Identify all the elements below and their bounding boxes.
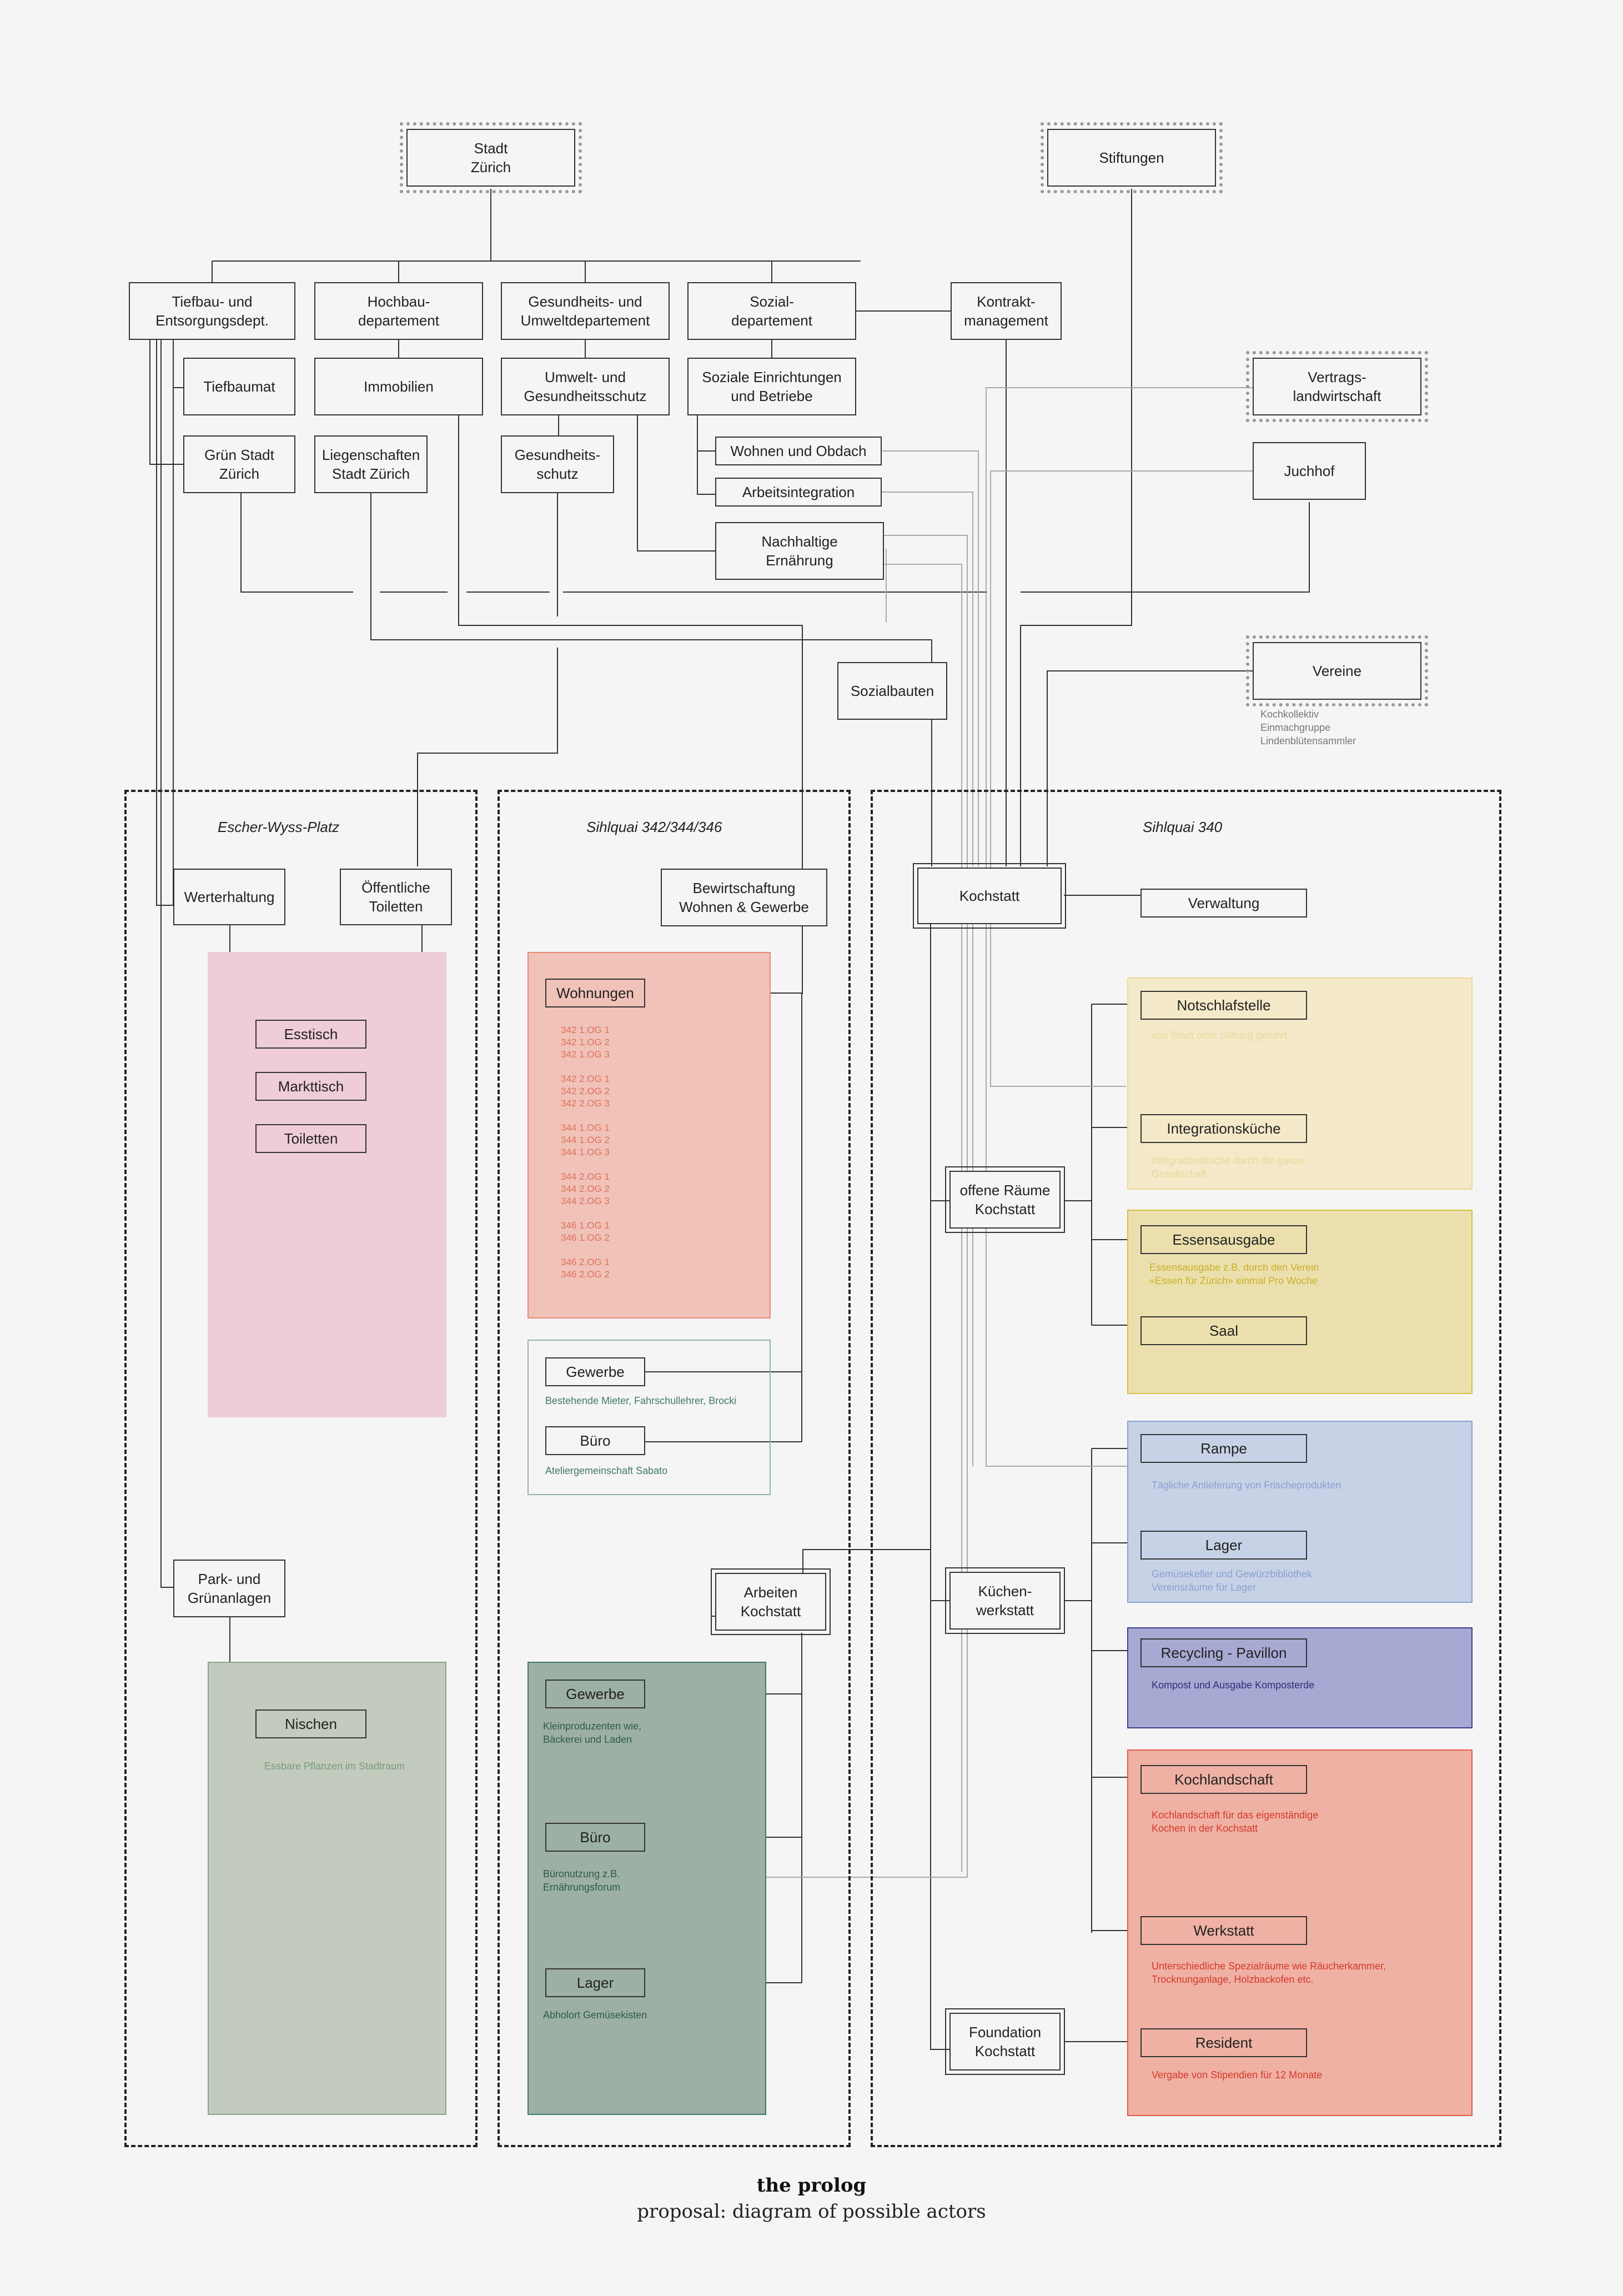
- saal-node: Saal: [1140, 1316, 1307, 1345]
- zone-sihlquai-340-title: Sihlquai 340: [1143, 819, 1223, 835]
- gewerbe2-node: Gewerbe: [545, 1680, 645, 1708]
- vertragslandwirtschaft-node: Vertrags- landwirtschaft: [1246, 351, 1428, 422]
- oeffentliche-toiletten-node: Öffentliche Toiletten: [340, 869, 452, 925]
- zone-escher-title: Escher-Wyss-Platz: [218, 819, 340, 835]
- werterhaltung-node: Werterhaltung: [173, 869, 285, 925]
- juchhof-node: Juchhof: [1253, 442, 1366, 500]
- recycling-pavillon-node: Recycling - Pavillon: [1140, 1638, 1307, 1667]
- lager2-note: Abholort Gemüsekisten: [543, 2009, 647, 2021]
- kochlandschaft-note: Kochlandschaft für das eigenständige Koc…: [1152, 1809, 1319, 1834]
- gesundheitsschutz-node: Gesundheits- schutz: [501, 435, 614, 493]
- arbeiten-kochstatt-node: Arbeiten Kochstatt: [711, 1568, 831, 1635]
- lager-node: Lager: [1140, 1531, 1307, 1560]
- umwelt-node: Umwelt- und Gesundheitsschutz: [501, 358, 670, 415]
- notschlafstelle-note: von Stadt oder Stiftung geführt: [1152, 1030, 1288, 1041]
- toiletten-node: Toiletten: [255, 1124, 366, 1153]
- arbeiten-area: [527, 1662, 766, 2115]
- diagram-subtitle: proposal: diagram of possible actors: [637, 2200, 986, 2223]
- gewerbe-note: Bestehende Mieter, Fahrschullehrer, Broc…: [545, 1395, 737, 1406]
- immobilien-node: Immobilien: [314, 358, 483, 415]
- hochbau-node: Hochbau- departement: [314, 282, 483, 340]
- tiefbau-node: Tiefbau- und Entsorgungsdept.: [129, 282, 295, 340]
- foundation-kochstatt-node: Foundation Kochstatt: [945, 2008, 1065, 2075]
- resident-note: Vergabe von Stipendien für 12 Monate: [1152, 2069, 1323, 2081]
- nachhaltige-ernaehrung-node: Nachhaltige Ernährung: [715, 522, 884, 580]
- zone-sihlquai-340: [871, 790, 1501, 2147]
- verwaltung-node: Verwaltung: [1140, 889, 1307, 918]
- offene-raeume-node: offene Räume Kochstatt: [945, 1166, 1065, 1233]
- kochlandschaft-node: Kochlandschaft: [1140, 1765, 1307, 1794]
- kuechenwerkstatt-node: Küchen- werkstatt: [945, 1567, 1065, 1634]
- resident-node: Resident: [1140, 2028, 1307, 2057]
- essensausgabe-node: Essensausgabe: [1140, 1225, 1307, 1254]
- wohnungen-area: [527, 952, 771, 1319]
- lager2-node: Lager: [545, 1968, 645, 1997]
- sozialbauten-node: Sozialbauten: [837, 662, 947, 720]
- liegenschaften-node: Liegenschaften Stadt Zürich: [314, 435, 428, 493]
- stadt-zuerich-node: Stadt Zürich: [400, 122, 582, 193]
- wohnungen-units: 342 1.OG 1 342 1.OG 2 342 1.OG 3 342 2.O…: [561, 1025, 610, 1280]
- integrationskueche-node: Integrationsküche: [1140, 1114, 1307, 1143]
- notschlafstelle-node: Notschlafstelle: [1140, 991, 1307, 1020]
- gruen-stadt-node: Grün Stadt Zürich: [183, 435, 295, 493]
- lager-note: Gemüsekeller und Gewürzbibliothek Verein…: [1152, 1568, 1313, 1593]
- zone-sihlquai-342-title: Sihlquai 342/344/346: [586, 819, 722, 835]
- gesundheit-node: Gesundheits- und Umweltdepartement: [501, 282, 670, 340]
- rampe-note: Tägliche Anlieferung von Frischeprodukte…: [1152, 1480, 1341, 1491]
- vereine-node: Vereine: [1246, 635, 1428, 706]
- integrationskueche-note: Integrationsküche durch die ganze Gesell…: [1152, 1155, 1305, 1180]
- markttisch-node: Markttisch: [255, 1072, 366, 1101]
- wohnen-obdach-node: Wohnen und Obdach: [715, 437, 882, 465]
- gewerbe-buero-area: [527, 1340, 771, 1495]
- gewerbe-node: Gewerbe: [545, 1357, 645, 1386]
- werkstatt-node: Werkstatt: [1140, 1916, 1307, 1945]
- kontrakt-node: Kontrakt- management: [951, 282, 1062, 340]
- wohnungen-node: Wohnungen: [545, 979, 645, 1007]
- zone-escher-wyss-platz: [124, 790, 478, 2147]
- recycling-note: Kompost und Ausgabe Komposterde: [1152, 1680, 1315, 1691]
- tiefbauamt-node: Tiefbaumat: [183, 358, 295, 415]
- nischen-note: Essbare Pflanzen im Stadtraum: [264, 1761, 405, 1772]
- bewirtschaftung-node: Bewirtschaftung Wohnen & Gewerbe: [661, 869, 827, 926]
- werkstatt-note: Unterschiedliche Spezialräume wie Räuche…: [1152, 1961, 1386, 1985]
- park-gruenanlagen-node: Park- und Grünanlagen: [173, 1560, 285, 1617]
- zone-sihlquai-342: [498, 790, 851, 2147]
- sozial-node: Sozial- departement: [687, 282, 856, 340]
- buero2-note: Büronutzung z.B. Ernährungsforum: [543, 1868, 621, 1893]
- esstisch-node: Esstisch: [255, 1020, 366, 1049]
- rampe-node: Rampe: [1140, 1434, 1307, 1463]
- buero-note: Ateliergemeinschaft Sabato: [545, 1465, 668, 1476]
- buero-node: Büro: [545, 1426, 645, 1455]
- buero2-node: Büro: [545, 1823, 645, 1852]
- kochstatt-node: Kochstatt: [913, 863, 1066, 929]
- gewerbe2-note: Kleinproduzenten wie, Bäckerei und Laden: [543, 1721, 642, 1745]
- arbeitsintegration-node: Arbeitsintegration: [715, 478, 882, 507]
- essensausgabe-note: Essensausgabe z.B. durch den Verein «Ess…: [1149, 1262, 1319, 1286]
- stiftungen-node: Stiftungen: [1041, 122, 1223, 193]
- vereine-note: Kochkollektiv Einmachgruppe Lindenblüten…: [1260, 709, 1356, 746]
- soziale-einrichtungen-node: Soziale Einrichtungen und Betriebe: [687, 358, 856, 415]
- diagram-title: the prolog: [756, 2174, 867, 2197]
- nischen-node: Nischen: [255, 1710, 366, 1738]
